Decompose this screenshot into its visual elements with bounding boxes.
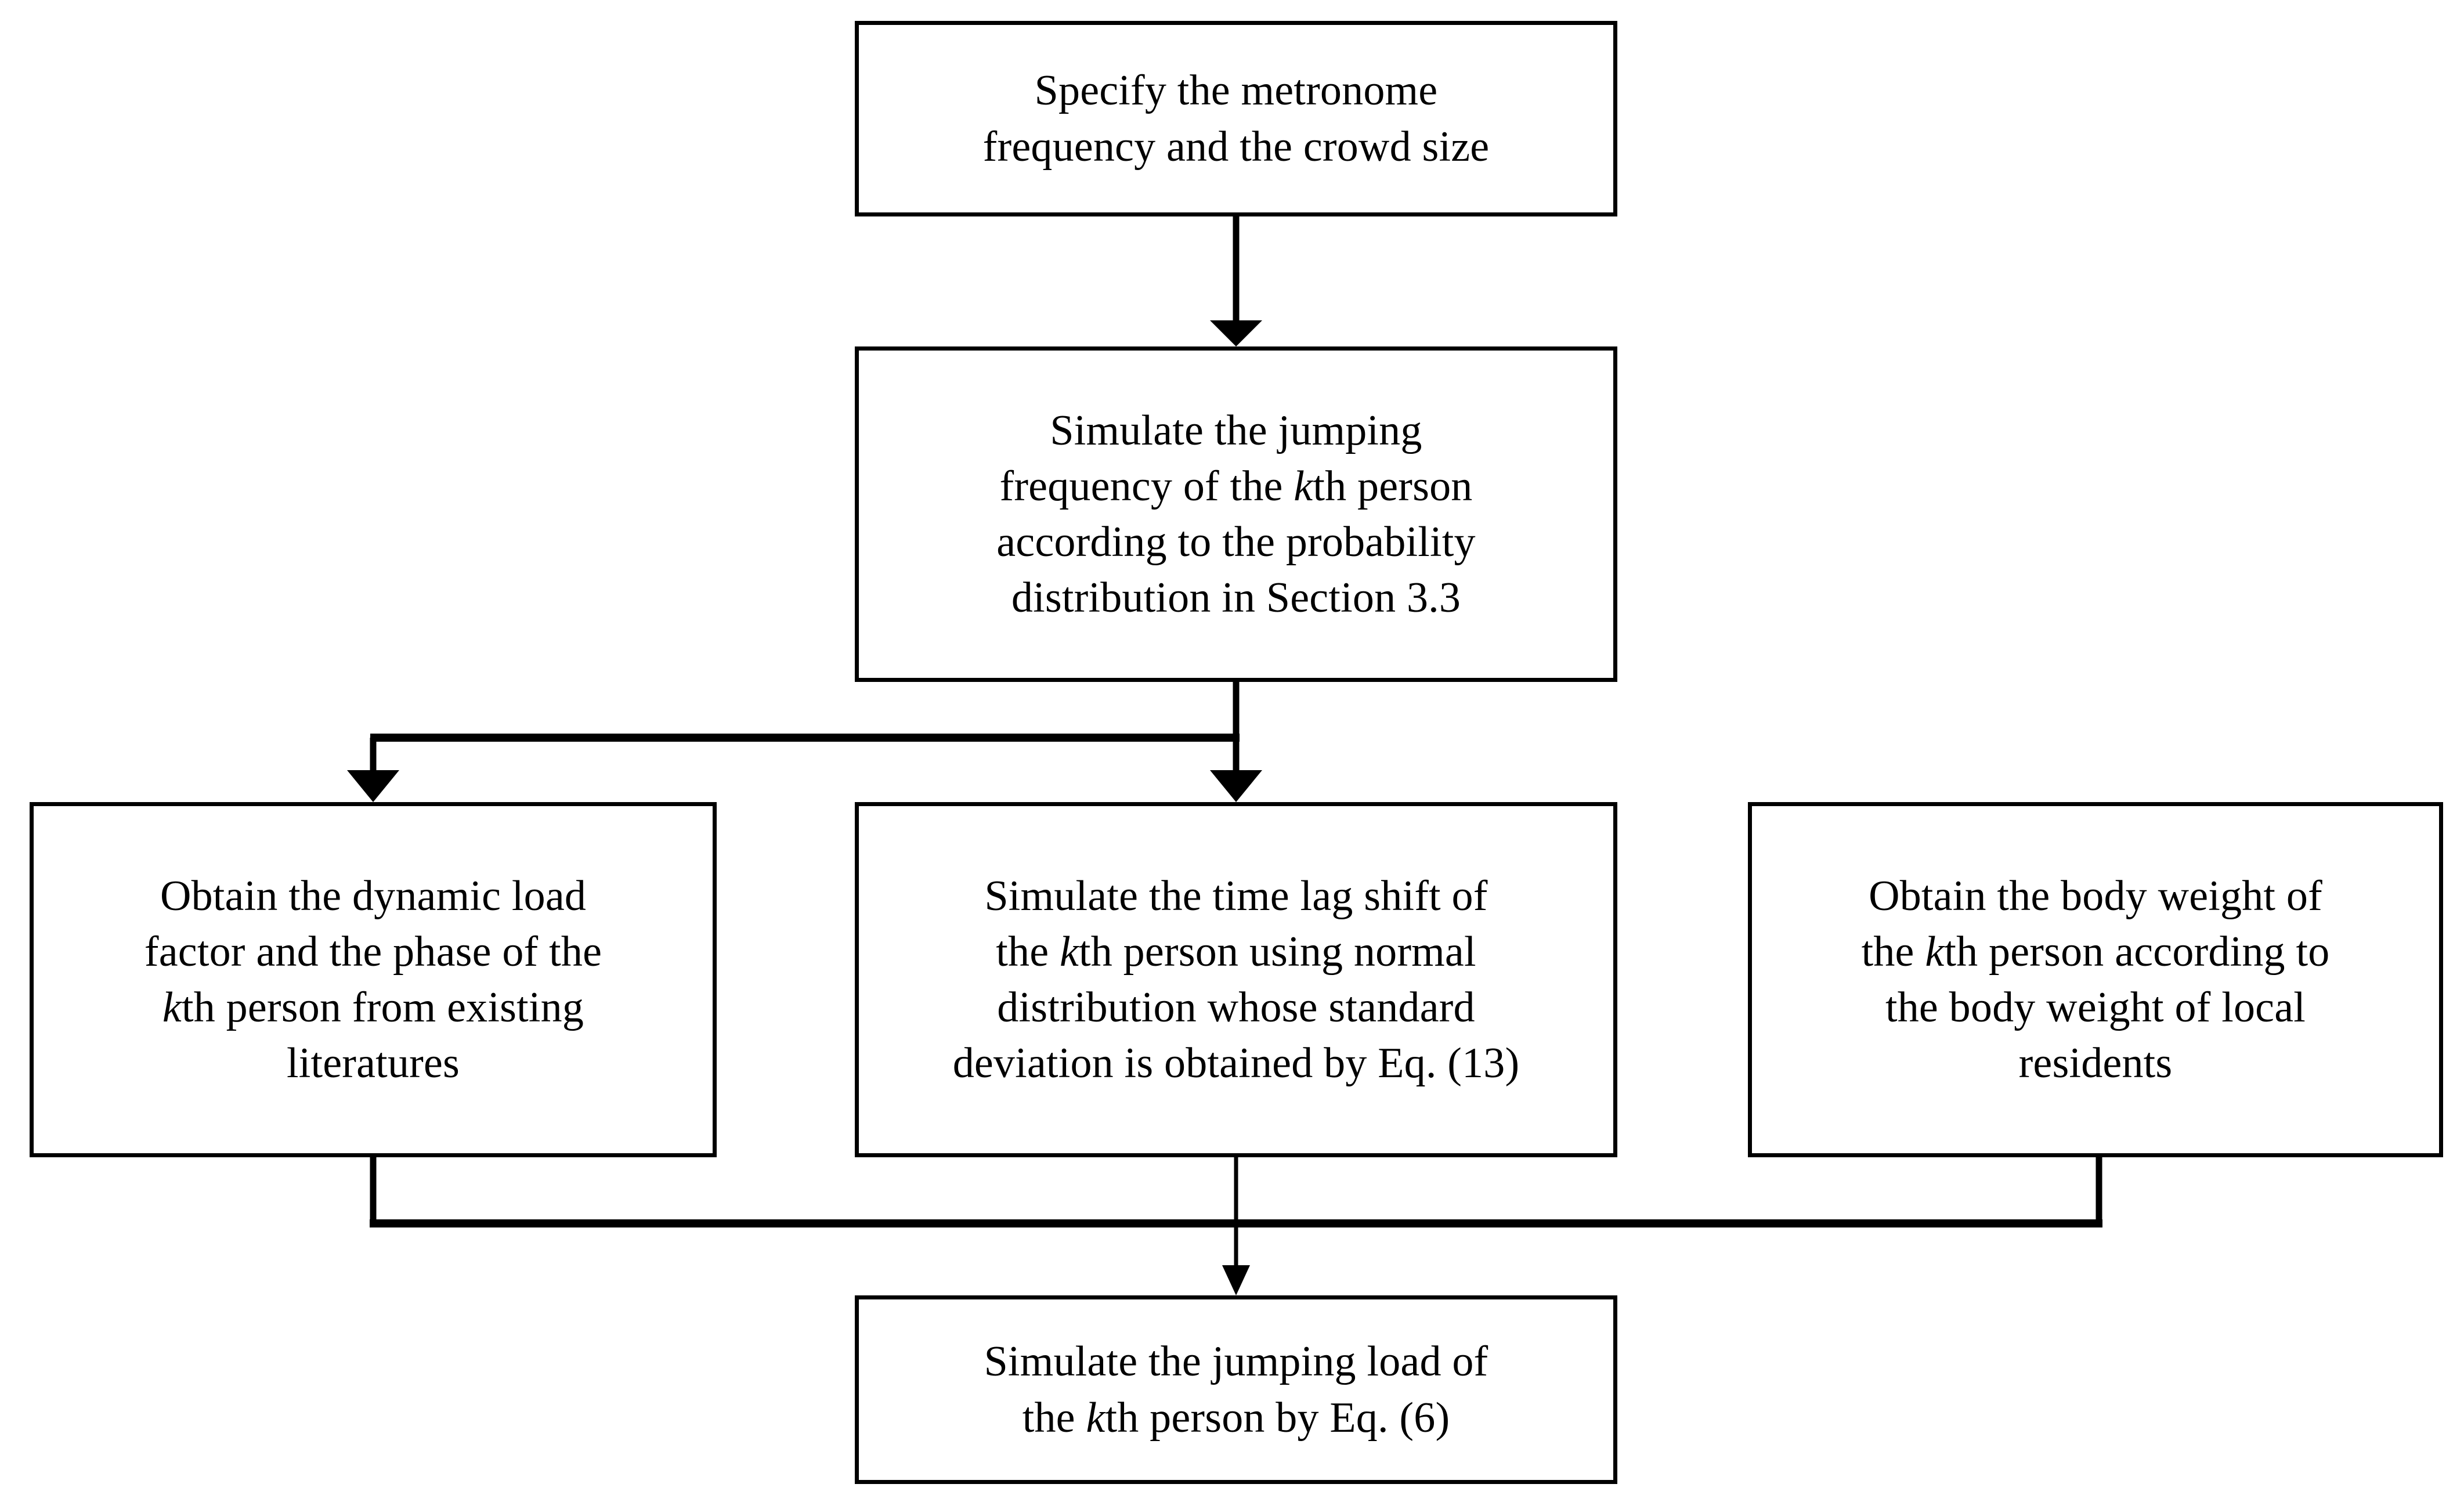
arrowhead-to-jumping-load — [1222, 1265, 1250, 1295]
arrowhead-branch-to-dlf — [347, 770, 399, 802]
arrowhead-branch-to-timelag — [1210, 770, 1262, 802]
arrowhead-specify-to-simulate-frequency — [1210, 320, 1262, 346]
